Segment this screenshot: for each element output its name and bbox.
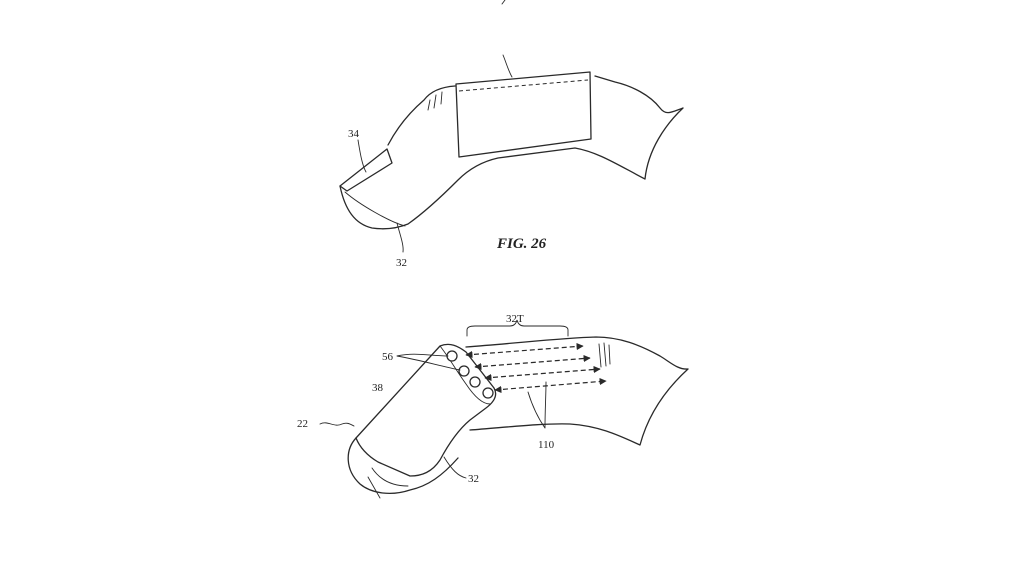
label-110: 110	[538, 439, 555, 451]
sensor-dot	[482, 387, 494, 399]
leader-56	[396, 353, 461, 371]
top-band-dashed-edge	[458, 79, 589, 92]
top-band-leader	[502, 54, 513, 78]
signal-arrow	[484, 365, 601, 382]
label-22: 22	[297, 418, 308, 430]
leader-22	[319, 422, 355, 427]
top-knuckle-creases	[427, 91, 443, 111]
leader-110	[527, 381, 547, 429]
bottom-knuckle-creases	[598, 342, 611, 368]
leader-stub	[501, 0, 506, 5]
label-34: 34	[348, 128, 360, 140]
top-band	[455, 71, 592, 158]
label-56: 56	[382, 351, 394, 363]
bottom-finger-figure: 32T 56 38 22 110 32	[297, 313, 689, 499]
signal-arrow	[465, 342, 584, 359]
signal-arrow	[494, 377, 607, 394]
bottom-finger-outline	[465, 336, 689, 446]
top-nail	[339, 148, 393, 192]
leader-32-bottom	[443, 456, 467, 479]
sensor-dot	[469, 376, 481, 388]
bottom-tip-contour	[367, 467, 409, 499]
top-finger-figure: 34 32 FIG. 26	[339, 54, 684, 269]
leader-34	[357, 139, 367, 173]
bracket-32T	[466, 319, 569, 337]
top-finger-outline	[339, 75, 684, 230]
figure-caption: FIG. 26	[496, 236, 547, 252]
bottom-cap-38	[355, 343, 497, 477]
label-38: 38	[372, 382, 384, 394]
leader-32-top	[396, 222, 404, 253]
top-tip-contour	[344, 191, 406, 227]
label-32T: 32T	[506, 313, 524, 325]
sensor-dot	[458, 365, 470, 377]
label-32-bottom: 32	[468, 473, 479, 485]
signal-arrow	[474, 354, 591, 371]
bottom-fingertip	[347, 437, 459, 495]
label-32-top: 32	[396, 257, 407, 269]
sensor-dot	[446, 350, 458, 362]
